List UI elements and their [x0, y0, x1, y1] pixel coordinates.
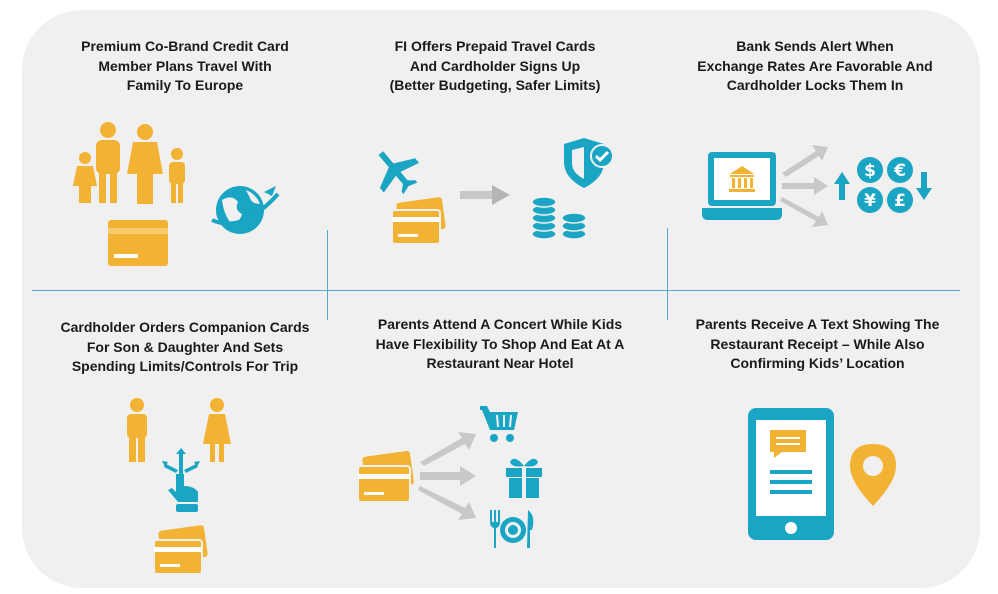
down-arrow-icon [916, 172, 932, 200]
up-arrow-icon [834, 172, 850, 200]
family-icon [73, 122, 185, 204]
vertical-divider-left [327, 230, 328, 320]
step-2-title: FI Offers Prepaid Travel Cards And Cardh… [389, 38, 601, 93]
smartphone-message-icon [748, 408, 834, 540]
arrows-icon [780, 145, 828, 227]
step-3-title: Bank Sends Alert When Exchange Rates Are… [697, 38, 933, 93]
coin-stacks-icon [531, 196, 587, 240]
shopping-cart-icon [480, 406, 518, 442]
hand-pointer-icon [162, 448, 200, 512]
vertical-divider-right [667, 228, 668, 320]
credit-card-icon [108, 220, 168, 266]
yen-symbol: ¥ [864, 191, 876, 211]
laptop-bank-icon [702, 152, 782, 220]
shield-check-icon [564, 138, 614, 188]
step-6-title: Parents Receive A Text Showing The Resta… [695, 316, 940, 371]
restaurant-icon [490, 510, 534, 548]
dollar-symbol: $ [864, 161, 876, 181]
step-4-title: Cardholder Orders Companion Cards For So… [60, 319, 310, 374]
daughter-icon [203, 398, 231, 462]
credit-cards-icon [391, 197, 446, 245]
gift-icon [506, 458, 542, 498]
globe-plane-icon [211, 186, 280, 234]
step-5-arrows-icon [418, 432, 476, 520]
companion-cards-icon [153, 525, 208, 575]
step-1-title: Premium Co-Brand Credit Card Member Plan… [81, 38, 289, 93]
arrow-icon [460, 185, 510, 205]
son-icon [127, 398, 147, 462]
airplane-icon [378, 151, 420, 195]
step-5-title: Parents Attend A Concert While Kids Have… [375, 316, 625, 371]
currency-coins-icon: $ € ¥ £ [857, 157, 913, 213]
location-pin-icon [850, 444, 896, 506]
euro-symbol: € [893, 161, 906, 181]
step-5-cards-icon [357, 450, 414, 503]
pound-symbol: £ [894, 191, 906, 211]
horizontal-divider [32, 290, 960, 291]
